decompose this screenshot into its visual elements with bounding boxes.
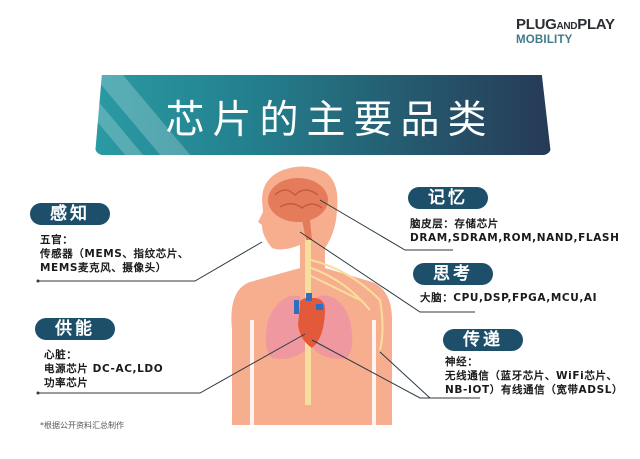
perception-label: 感知 (30, 203, 110, 225)
transmission-leader-line-2 (379, 351, 431, 399)
memory-leader-line (319, 199, 453, 251)
thinking-description: 大脑：CPU,DSP,FPGA,MCU,AI (420, 291, 597, 305)
memory-label: 记忆 (408, 187, 488, 209)
logo-subtitle: MOBILITY (516, 34, 573, 46)
leader-lines (38, 199, 480, 399)
brain-icon (268, 178, 328, 240)
thinking-line: 大脑：CPU,DSP,FPGA,MCU,AI (420, 292, 598, 304)
power-description: 心脏： 电源芯片 DC-AC,LDO 功率芯片 (44, 348, 163, 390)
transmission-line: 无线通信（蓝牙芯片、WiFi芯片、 (445, 370, 618, 382)
perception-line: MEMS麦克风、摄像头） (40, 262, 167, 274)
logo-word-plug: PLUG (516, 16, 557, 33)
title-banner: 芯片的主要品类 (95, 75, 551, 155)
power-leader-line (38, 333, 306, 394)
transmission-leader-line-1 (311, 339, 480, 399)
source-footnote: *根据公开资料汇总制作 (40, 421, 124, 430)
transmission-description: 神经： 无线通信（蓝牙芯片、WiFi芯片、 NB-IOT）有线通信（宽带ADSL… (445, 355, 623, 397)
logo-word-and: AND (556, 21, 578, 32)
memory-line: 脑皮层：存储芯片 (410, 218, 499, 230)
perception-leader-line (38, 241, 263, 282)
transmission-label: 传递 (443, 329, 523, 351)
memory-description: 脑皮层：存储芯片 DRAM,SDRAM,ROM,NAND,FLASH (410, 217, 620, 245)
power-line: 心脏： (44, 349, 78, 361)
thinking-label: 思考 (413, 263, 493, 285)
memory-line: DRAM,SDRAM,ROM,NAND,FLASH (410, 232, 620, 244)
power-line: 电源芯片 DC-AC,LDO (44, 363, 164, 375)
power-line: 功率芯片 (44, 377, 89, 389)
page-title: 芯片的主要品类 (165, 98, 495, 143)
logo-word-play: PLAY (577, 16, 615, 33)
thinking-leader-line (299, 231, 475, 313)
perception-description: 五官： 传感器（MEMS、指纹芯片、 MEMS麦克风、摄像头） (40, 233, 189, 275)
heart-icon (294, 293, 326, 348)
perception-line: 传感器（MEMS、指纹芯片、 (40, 248, 190, 260)
nerves-icon (310, 259, 384, 351)
transmission-line: NB-IOT）有线通信（宽带ADSL） (445, 384, 624, 396)
transmission-line: 神经： (445, 356, 479, 368)
perception-line: 五官： (40, 234, 74, 246)
plug-and-play-logo: PLUGANDPLAY MOBILITY (516, 17, 615, 47)
power-label: 供能 (35, 318, 115, 340)
